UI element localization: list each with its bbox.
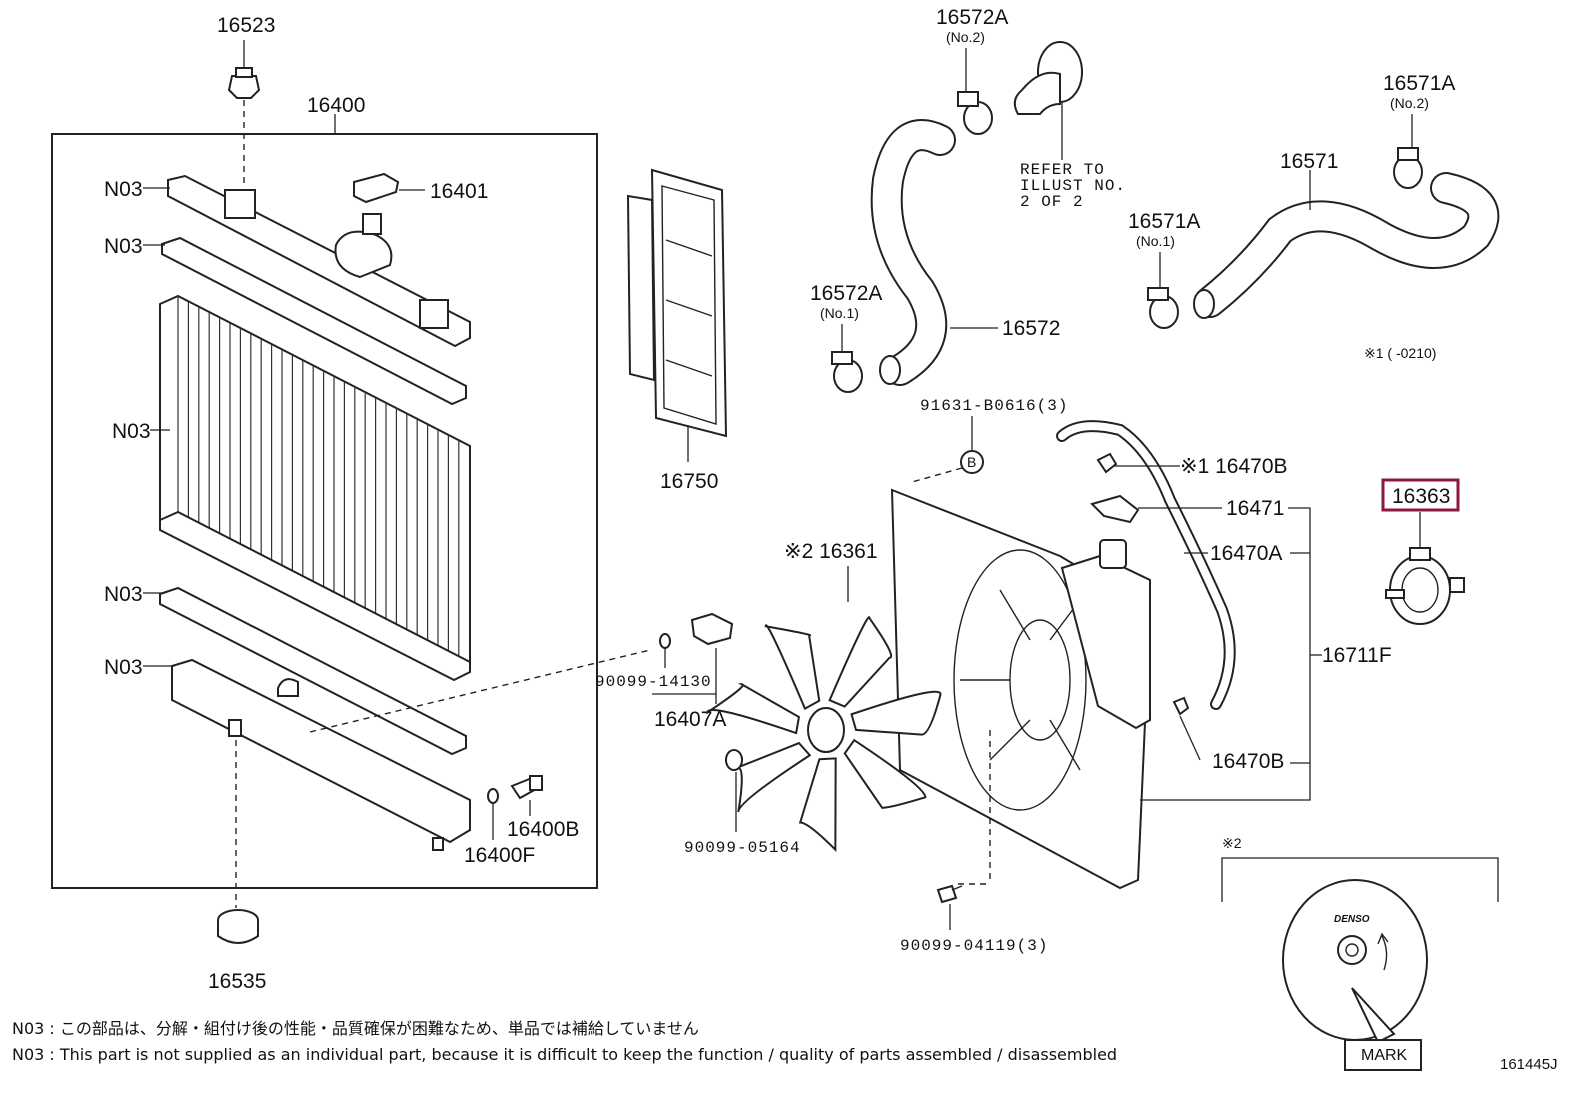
part-16401-cap — [353, 172, 400, 204]
part-16471-bracket — [1090, 494, 1140, 524]
label-mark-ref: ※2 — [1222, 835, 1242, 851]
part-reservoir-tank — [1060, 539, 1151, 730]
part-water-outlet — [1013, 41, 1083, 115]
label-90099-04119[interactable]: 90099-04119(3) — [900, 937, 1048, 955]
note-english: N03 : This part is not supplied as an in… — [12, 1045, 1118, 1064]
radiator-group-box — [51, 133, 598, 889]
label-16401[interactable]: 16401 — [430, 180, 488, 203]
label-16361[interactable]: ※2 16361 — [784, 540, 878, 563]
label-16711f[interactable]: 16711F — [1322, 644, 1392, 667]
part-90099-04119-bolt — [936, 884, 963, 904]
mark-denso-text: DENSO — [1334, 914, 1370, 925]
part-16361-fan — [706, 616, 942, 853]
label-16407a[interactable]: 16407A — [654, 708, 726, 731]
label-16572a-top[interactable]: 16572A — [936, 6, 1008, 29]
part-16572a-clamp-no2 — [957, 91, 993, 135]
part-16571a-clamp-no2 — [1393, 147, 1423, 189]
label-16571[interactable]: 16571 — [1280, 150, 1338, 173]
part-16750-panel — [626, 168, 728, 438]
part-16571-hose-end — [1193, 289, 1215, 319]
mark-label-box — [1344, 1039, 1422, 1071]
dash-b — [911, 467, 963, 483]
label-n03-e[interactable]: N03 — [104, 656, 143, 679]
label-16535[interactable]: 16535 — [208, 970, 266, 993]
refer-line-3: 2 OF 2 — [1020, 193, 1084, 211]
part-16572a-clamp-no1 — [831, 351, 863, 393]
label-16400[interactable]: 16400 — [307, 94, 365, 117]
highlight-box-16363 — [1381, 478, 1460, 512]
part-upper-gasket — [161, 236, 467, 406]
part-upper-tank — [167, 174, 471, 348]
label-16571a-mid-sub: (No.1) — [1136, 233, 1175, 249]
callout-b — [960, 450, 984, 474]
fan-blade — [764, 624, 821, 711]
part-16470a-hose-inner — [1058, 422, 1234, 708]
fan-blade — [706, 683, 801, 735]
label-16572[interactable]: 16572 — [1002, 317, 1060, 340]
fan-blade — [798, 757, 837, 853]
part-90099-05164-nut — [725, 749, 743, 771]
label-16470b-top[interactable]: ※1 16470B — [1180, 455, 1288, 478]
label-n03-b[interactable]: N03 — [104, 235, 143, 258]
part-lower-tank — [171, 658, 471, 851]
part-16523-cap — [227, 67, 261, 99]
label-16572a-left[interactable]: 16572A — [810, 282, 882, 305]
fan-blade — [828, 616, 893, 708]
part-16571a-clamp-no1 — [1147, 287, 1179, 329]
part-16470b-clip-bot — [1172, 696, 1190, 716]
label-n03-a[interactable]: N03 — [104, 178, 143, 201]
part-16572-hose-end — [879, 355, 901, 385]
bracket-16711f — [1140, 507, 1311, 801]
label-91631[interactable]: 91631-B0616(3) — [920, 397, 1068, 415]
label-16750[interactable]: 16750 — [660, 470, 718, 493]
refer-line-1: REFER TO — [1020, 161, 1105, 179]
mark-detail-bracket — [1221, 857, 1499, 902]
label-n03-c[interactable]: N03 — [112, 420, 151, 443]
fan-hub — [807, 707, 845, 753]
part-16535-mount — [217, 909, 259, 944]
label-16400f[interactable]: 16400F — [464, 844, 535, 867]
refer-line-2: ILLUST NO. — [1020, 177, 1126, 195]
fan-blade — [737, 741, 812, 813]
label-16400b[interactable]: 16400B — [507, 818, 579, 841]
dash-sensor — [309, 649, 651, 733]
part-90099-14130-oring — [659, 633, 671, 649]
part-16400b-drain — [510, 775, 543, 800]
part-16470b-clip-top — [1096, 452, 1118, 474]
label-16523[interactable]: 16523 — [217, 14, 275, 37]
part-16407a-sensor — [690, 612, 734, 646]
fan-blade — [850, 690, 942, 736]
label-90099-14130[interactable]: 90099-14130 — [595, 673, 712, 691]
mark-gear-icon — [1337, 935, 1367, 965]
label-16471[interactable]: 16471 — [1226, 497, 1284, 520]
label-16571a-top[interactable]: 16571A — [1383, 72, 1455, 95]
fan-blade — [843, 738, 927, 809]
label-90099-05164[interactable]: 90099-05164 — [684, 839, 801, 857]
part-16572-hose-inner — [872, 121, 954, 384]
leader-16470b-bot — [1179, 715, 1201, 761]
mark-label: MARK — [1361, 1047, 1408, 1064]
label-n03-d[interactable]: N03 — [104, 583, 143, 606]
label-16571a-mid[interactable]: 16571A — [1128, 210, 1200, 233]
note-japanese: N03 : この部品は、分解・組付け後の性能・品質確保が困難なため、単品では補給… — [12, 1019, 699, 1038]
label-16572a-top-sub: (No.2) — [946, 29, 985, 45]
part-radiator-core — [159, 294, 471, 682]
note-0210: ※1 ( -0210) — [1364, 345, 1436, 361]
illustration-code: 161445J — [1500, 1056, 1558, 1073]
part-16571-hose-inner — [1196, 174, 1498, 316]
callout-b-letter: B — [967, 454, 976, 470]
label-16571a-top-sub: (No.2) — [1390, 95, 1429, 111]
part-16400f-oring — [487, 788, 499, 804]
label-16572a-left-sub: (No.1) — [820, 305, 859, 321]
label-16470b-bot[interactable]: 16470B — [1212, 750, 1284, 773]
mark-rotation-arrow-icon — [1377, 932, 1389, 971]
part-16363-fan-motor — [1385, 547, 1465, 625]
label-16470a[interactable]: 16470A — [1210, 542, 1282, 565]
mark-callout-pointer — [1351, 987, 1396, 1044]
label-16363[interactable]: 16363 — [1392, 485, 1450, 508]
